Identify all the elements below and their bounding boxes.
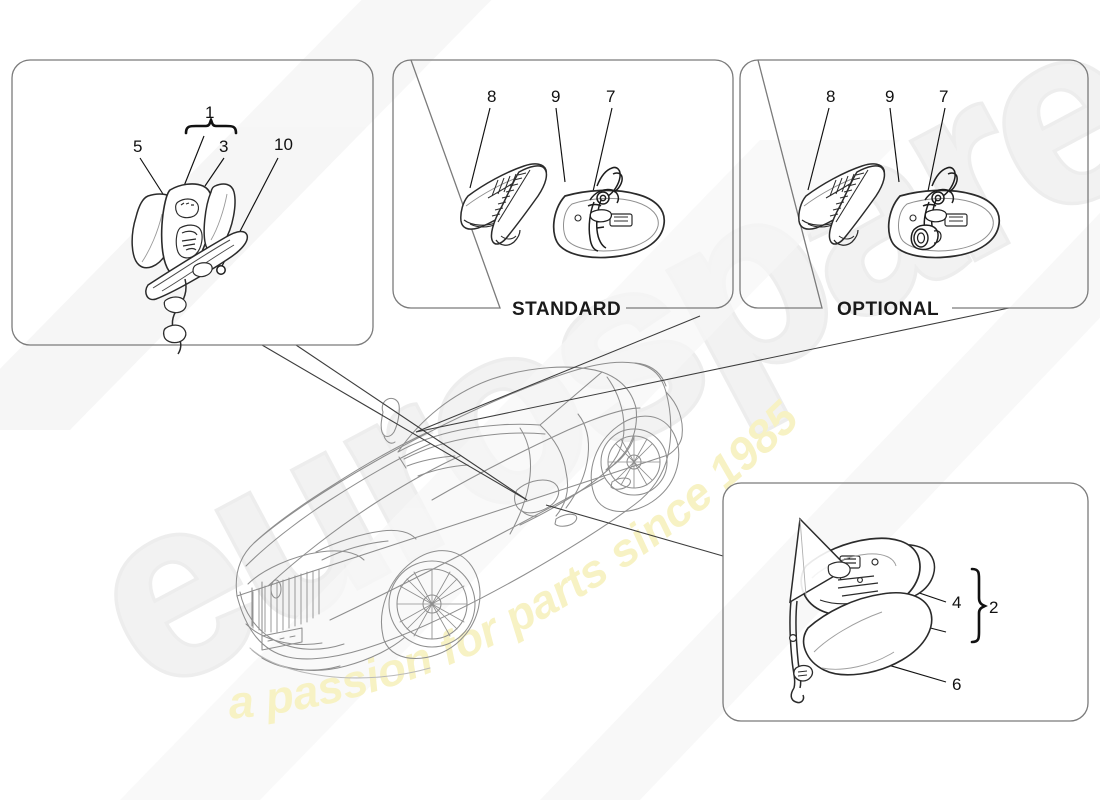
part-9-lower-cover — [490, 165, 548, 245]
panel-border — [392, 59, 734, 309]
leader-9 — [555, 107, 566, 183]
part-6-mirror-back-cover — [802, 592, 933, 676]
callout-7: 7 — [606, 87, 615, 106]
part-7-rear-view-mirror — [552, 189, 666, 259]
panel-border — [11, 59, 374, 346]
callout-7-opt: 7 — [939, 87, 948, 106]
leader-standard-to-car-b — [415, 315, 701, 433]
leader-panel1-to-car-b — [261, 344, 528, 501]
leader-8 — [469, 107, 491, 189]
leader-9-opt — [889, 107, 900, 183]
panel-left-door-mirror[interactable]: 1 5 3 10 — [11, 59, 374, 355]
callout-9: 9 — [551, 87, 560, 106]
leader-7 — [591, 107, 613, 197]
callout-9-opt: 9 — [885, 87, 894, 106]
callout-5: 5 — [133, 137, 142, 156]
callout-4: 4 — [952, 593, 961, 612]
leader-panel1-to-car-a — [295, 344, 528, 501]
leader-3 — [204, 157, 225, 187]
callout-3: 3 — [219, 137, 228, 156]
leader-7-opt — [926, 107, 946, 197]
panel-standard-rear-view[interactable]: STANDARD 8 9 7 — [392, 59, 734, 320]
panel-right-door-mirror[interactable]: 4 2 6 — [722, 482, 1089, 722]
bracket-1 — [184, 117, 238, 135]
callout-6: 6 — [952, 675, 961, 694]
part-9-lower-cover-opt — [828, 165, 886, 245]
bracket-2 — [970, 567, 988, 644]
part-10-screw — [216, 265, 226, 275]
panel-border — [722, 482, 1089, 722]
panel-label-optional: OPTIONAL — [837, 299, 939, 320]
callout-1: 1 — [205, 103, 214, 122]
panel-border — [739, 59, 1089, 309]
leader-standard-to-car — [415, 307, 1010, 433]
leader-8-opt — [807, 107, 830, 191]
part-camera-module — [910, 224, 942, 251]
panel-label-standard: STANDARD — [512, 299, 621, 320]
callout-8-opt: 8 — [826, 87, 835, 106]
panel-optional-rear-view[interactable]: OPTIONAL 8 9 7 — [739, 59, 1089, 320]
callout-8: 8 — [487, 87, 496, 106]
callout-2: 2 — [989, 598, 998, 617]
callout-10: 10 — [274, 135, 293, 154]
leader-panel4-to-car — [545, 504, 724, 557]
